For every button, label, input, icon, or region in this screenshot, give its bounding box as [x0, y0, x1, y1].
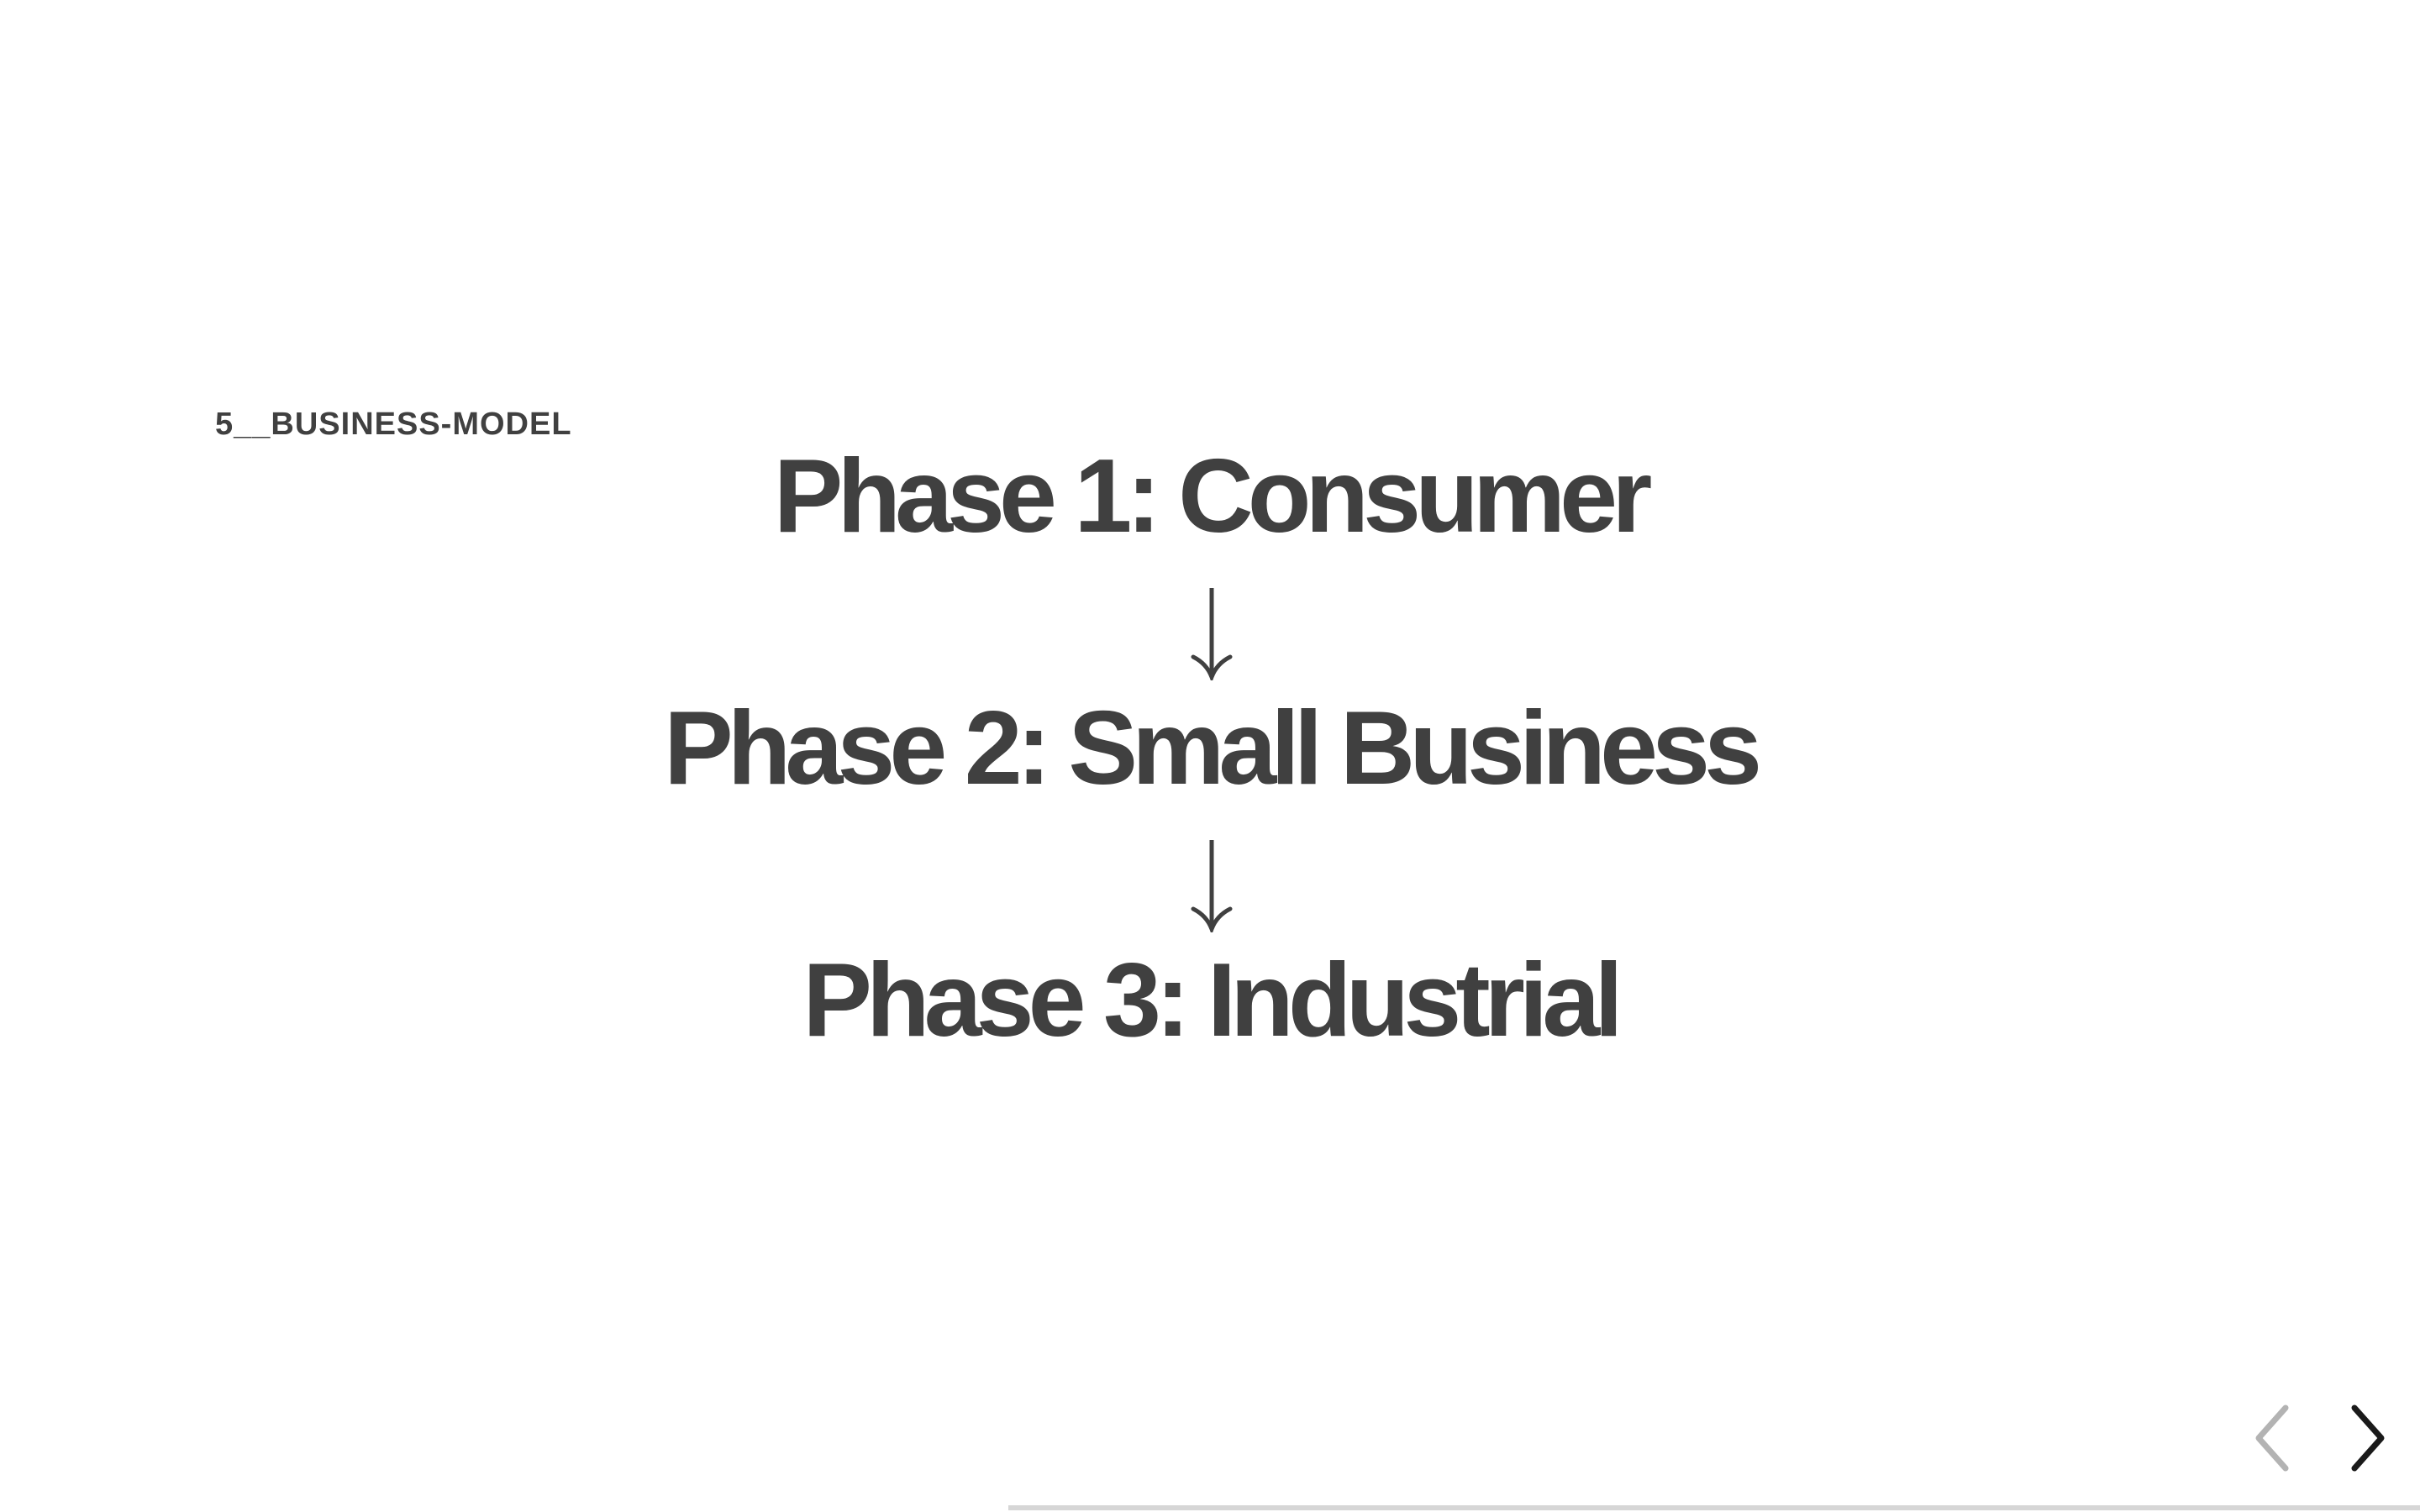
phase-2-title: Phase 2: Small Business: [663, 690, 1762, 806]
phase-3-title: Phase 3: Industrial: [802, 942, 1623, 1058]
down-arrow-icon: [1181, 840, 1242, 932]
down-arrow-icon: [1181, 588, 1242, 680]
previous-slide-button[interactable]: [2249, 1399, 2299, 1477]
progress-bar: [1008, 1505, 2420, 1510]
section-label: 5__BUSINESS-MODEL: [215, 407, 572, 442]
next-slide-button[interactable]: [2341, 1399, 2391, 1477]
chevron-left-icon: [2255, 1404, 2289, 1472]
phase-1-title: Phase 1: Consumer: [773, 438, 1653, 554]
chevron-right-icon: [2351, 1404, 2385, 1472]
